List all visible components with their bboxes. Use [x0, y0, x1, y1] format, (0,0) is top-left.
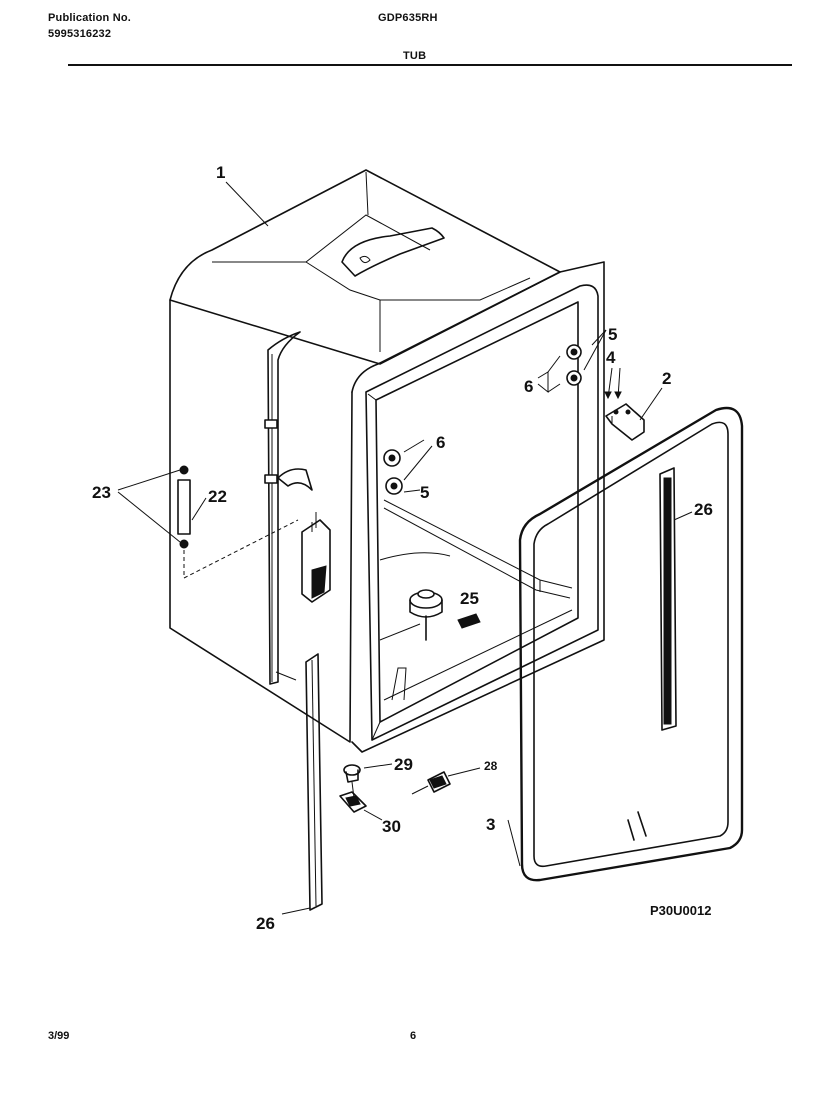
- callout-5-upper: 5: [608, 325, 617, 344]
- callout-6-lower: 6: [436, 433, 445, 452]
- callout-25: 25: [460, 589, 479, 608]
- callout-4: 4: [606, 348, 616, 367]
- page-number: 6: [410, 1030, 417, 1042]
- tub-front-frame: [351, 261, 605, 753]
- tub-gasket-frame: [507, 406, 744, 882]
- callout-22: 22: [208, 487, 227, 506]
- header-divider: [68, 64, 792, 66]
- section-title: TUB: [403, 50, 427, 62]
- publication-label: Publication No.: [48, 12, 132, 24]
- lower-hinge-hardware: [383, 439, 433, 495]
- upper-hinge-hardware: [537, 329, 622, 400]
- callout-1: 1: [216, 163, 225, 182]
- callout-26-left: 26: [256, 914, 275, 933]
- hinge-bracket: [605, 387, 663, 441]
- footer-date: 3/99: [48, 1030, 70, 1042]
- callout-5-lower: 5: [420, 483, 429, 502]
- callout-26-right: 26: [694, 500, 713, 519]
- callout-6-upper: 6: [524, 377, 533, 396]
- callout-28: 28: [484, 759, 498, 773]
- tub-body: [169, 169, 561, 743]
- float-assembly: [409, 589, 481, 641]
- callout-labels: 1 2 3 4 5 5 6 6 23 22 25 26 26 28 29 30 …: [92, 163, 713, 933]
- callout-2: 2: [662, 369, 671, 388]
- callout-23: 23: [92, 483, 111, 502]
- callout-29: 29: [394, 755, 413, 774]
- side-bracket-assembly: [117, 465, 299, 579]
- model-number: GDP635RH: [378, 12, 438, 24]
- left-seal-strip: [281, 653, 323, 915]
- publication-number: 5995316232: [48, 28, 112, 40]
- callout-3: 3: [486, 815, 495, 834]
- drawing-code: P30U0012: [650, 903, 711, 918]
- callout-30: 30: [382, 817, 401, 836]
- small-parts: [339, 763, 481, 821]
